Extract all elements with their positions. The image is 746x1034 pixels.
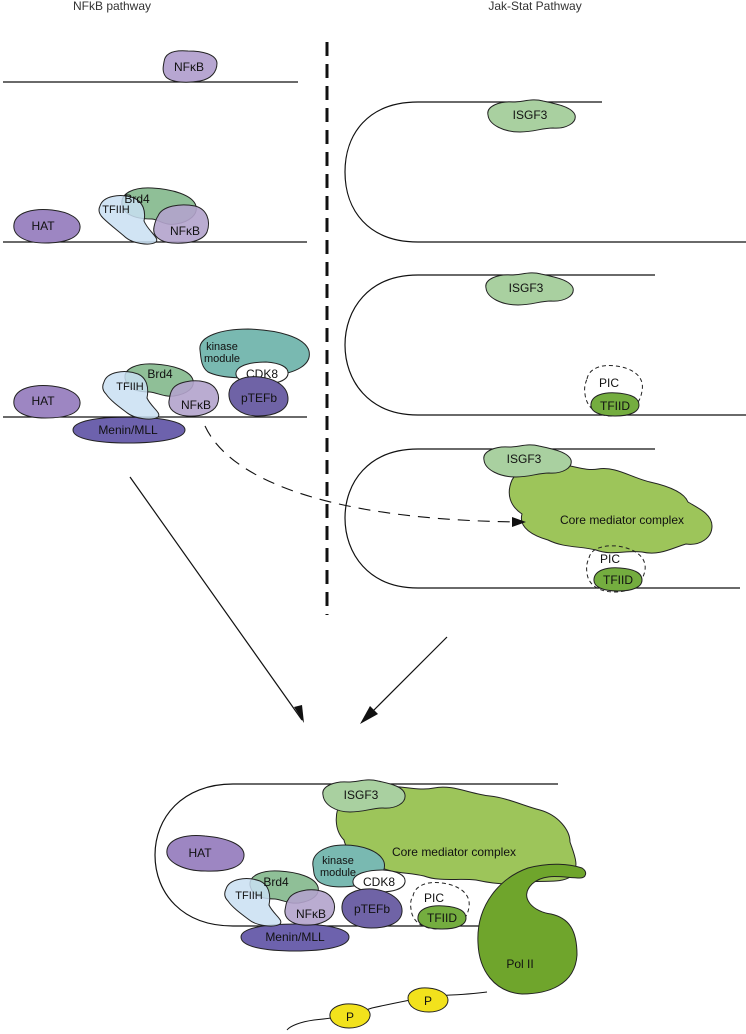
- ptefb-protein: [341, 888, 403, 929]
- hat-protein: [13, 385, 81, 419]
- core-mediator-label: Core mediator complex: [560, 513, 684, 527]
- tfiid-label: TFIID: [427, 911, 457, 925]
- kinase-label-line2: module: [204, 353, 240, 365]
- tfiid-label: TFIID: [603, 573, 633, 587]
- ctd-tail: [286, 991, 488, 1031]
- tfiih-label: TFIIH: [116, 381, 144, 393]
- core-mediator-label: Core mediator complex: [392, 845, 516, 859]
- jak-stat-pathway-header: Jak-Stat Pathway: [488, 0, 581, 13]
- ptefb-label: pTEFb: [241, 391, 277, 405]
- isgf3-protein: [322, 779, 406, 813]
- combined-stage: Menin/MLL HAT Core mediator complex ISGF…: [154, 779, 587, 1031]
- nfkb-label: NFκB: [181, 398, 211, 412]
- ptefb-protein: [228, 376, 289, 417]
- nfkb-stage-2: HAT Brd4 TFIIH NFκB: [3, 187, 307, 245]
- tfiih-protein: [224, 878, 282, 927]
- isgf3-protein: [483, 444, 572, 478]
- isgf3-protein: [485, 272, 574, 306]
- pic-label: PIC: [424, 891, 444, 905]
- core-mediator-protein: [508, 464, 713, 554]
- nfkb-stage-1: NFκB: [3, 50, 298, 83]
- nfkb-protein: [284, 889, 335, 926]
- isgf3-protein: [487, 99, 576, 133]
- tfiid-protein: [417, 905, 467, 930]
- kinase-label-line1: kinase: [206, 341, 238, 353]
- nfkb-pathway-header: NFkB pathway: [73, 0, 151, 13]
- phospho-protein: [407, 987, 449, 1013]
- jak-stat-to-combined-arrow: [363, 636, 448, 721]
- brd4-label: Brd4: [124, 192, 150, 206]
- kinase-label-line2: module: [320, 867, 356, 879]
- nfkb-arrowhead: [294, 705, 304, 723]
- hat-protein: [166, 835, 245, 872]
- isgf3-label: ISGF3: [513, 108, 548, 122]
- nfkb-label: NFκB: [170, 224, 200, 238]
- tfiid-protein: [593, 567, 643, 592]
- phospho-label: P: [346, 1010, 354, 1024]
- crosstalk-arrowhead: [512, 517, 526, 527]
- nfkb-label: NFκB: [296, 907, 326, 921]
- hat-protein: [13, 209, 81, 244]
- pol2-protein: [477, 863, 587, 995]
- pic-label: PIC: [600, 552, 620, 566]
- tfiih-label: TFIIH: [102, 204, 130, 216]
- brd4-label: Brd4: [263, 875, 289, 889]
- menin-mll-protein: [72, 416, 186, 444]
- cdk8-label: CDK8: [363, 875, 395, 889]
- nfkb-protein: [168, 380, 219, 417]
- kinase-label-line1: kinase: [322, 855, 354, 867]
- phospho-label: P: [424, 994, 432, 1008]
- phospho-protein: [329, 1003, 371, 1029]
- hat-label: HAT: [31, 394, 55, 408]
- pic-outline: [584, 365, 643, 417]
- isgf3-label: ISGF3: [509, 281, 544, 295]
- jak-stat-stage-2: ISGF3 PIC TFIID: [344, 272, 746, 417]
- jak-stat-stage-1: ISGF3: [344, 99, 746, 243]
- dna-loop: [344, 448, 740, 589]
- brd4-label: Brd4: [147, 367, 173, 381]
- dna-loop: [344, 274, 746, 416]
- nfkb-label: NFκB: [174, 60, 204, 74]
- tfiih-protein: [98, 195, 158, 245]
- nfkb-to-combined-arrow: [129, 476, 303, 721]
- jak-stat-stage-3: Core mediator complex ISGF3 PIC TFIID: [344, 444, 740, 593]
- jak-stat-arrowhead: [360, 706, 378, 724]
- tfiih-label: TFIIH: [235, 890, 263, 902]
- dna-loop: [154, 783, 563, 927]
- menin-mll-label: Menin/MLL: [98, 423, 158, 437]
- pic-label: PIC: [599, 376, 619, 390]
- hat-label: HAT: [31, 219, 55, 233]
- hat-label: HAT: [188, 846, 212, 860]
- nfkb-protein: [162, 50, 218, 83]
- nfkb-protein: [153, 204, 209, 244]
- tfiid-label: TFIID: [600, 399, 630, 413]
- isgf3-label: ISGF3: [344, 788, 379, 802]
- tfiih-protein: [102, 371, 160, 420]
- isgf3-label: ISGF3: [507, 452, 542, 466]
- ptefb-label: pTEFb: [354, 902, 390, 916]
- crosstalk-dashed-arrow: [204, 425, 521, 523]
- menin-mll-label: Menin/MLL: [265, 930, 325, 944]
- tfiid-protein: [590, 392, 640, 417]
- pol2-label: Pol II: [506, 957, 533, 971]
- nfkb-stage-3: Menin/MLL HAT kinase module CDK8 pTEFb B…: [3, 328, 310, 444]
- dna-loop: [344, 101, 746, 243]
